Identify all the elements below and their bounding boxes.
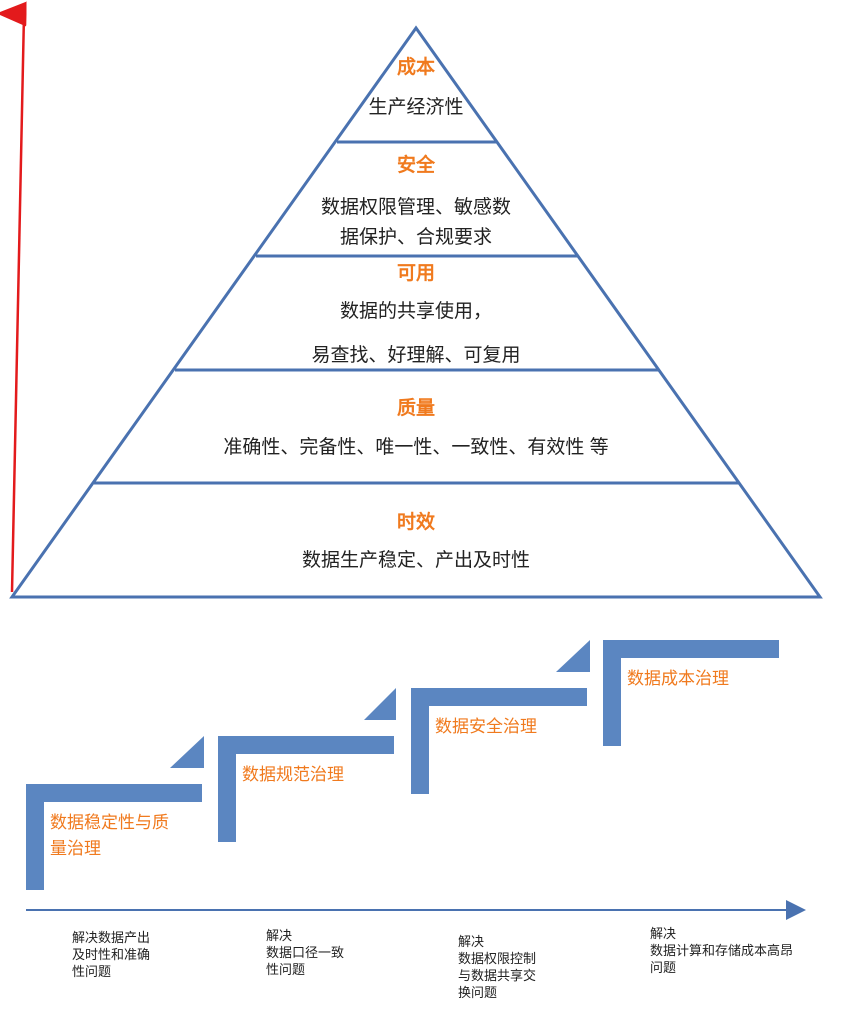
pyramid-level-title: 成本 [396,57,435,78]
step-label-stability-quality: 数据稳定性与质 量治理 [50,813,169,858]
pyramid-graphic [0,1,823,599]
pyramid-level-text: 数据的共享使用， [339,301,492,322]
pyramid-level-title: 安全 [396,155,435,176]
priority-arrow [0,1,27,593]
pyramid-outline [9,25,823,599]
step-shape [218,688,396,842]
governance-steps-panel: 数据稳定性与质 量治理 数据规范治理 数据安全治理 数据成本治理 解决数据产出 … [0,628,854,1024]
priority-pyramid-panel: 成本 生产经济性 安全 数据权限管理、敏感数 据保护、合规要求 可用 数据的共享… [0,1,823,599]
step-note: 解决 数据权限控制 与数据共享交 换问题 [458,934,537,1000]
step-label-security: 数据安全治理 [435,717,537,736]
step-shape [26,736,204,890]
step-shape [603,640,779,746]
pyramid-level-title: 时效 [396,512,435,533]
step-label-standards: 数据规范治理 [242,765,344,784]
pyramid-level-text: 生产经济性 [368,97,464,118]
step-note: 解决 数据口径一致 性问题 [266,928,345,977]
step-shape [411,640,590,794]
pyramid-level-title: 可用 [396,263,435,284]
pyramid-level-text: 据保护、合规要求 [339,227,492,248]
step-note: 解决 数据计算和存储成本高昂 问题 [650,926,794,975]
pyramid-level-title: 质量 [396,398,435,419]
step-note: 解决数据产出 及时性和准确 性问题 [72,930,151,979]
steps-graphic [26,640,806,920]
step-label-cost: 数据成本治理 [627,669,729,688]
pyramid-level-text: 准确性、完备性、唯一性、一致性、有效性 等 [223,437,609,458]
pyramid-level-text: 数据生产稳定、产出及时性 [301,550,530,571]
pyramid-level-text: 易查找、好理解、可复用 [311,345,521,366]
pyramid-level-text: 数据权限管理、敏感数 [320,197,511,218]
